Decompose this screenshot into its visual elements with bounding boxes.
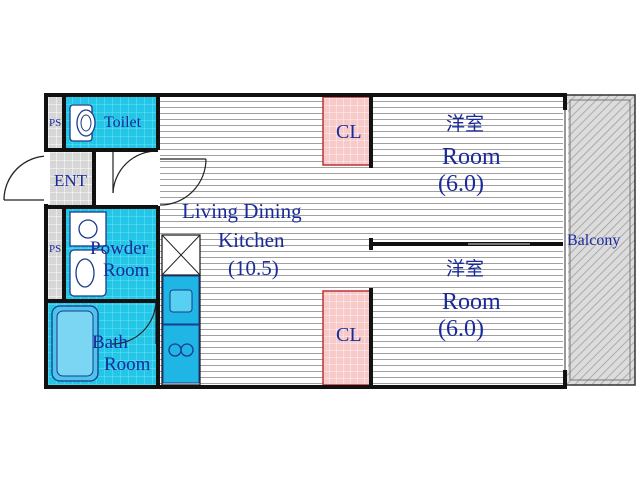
ldk-label-2: Kitchen [218, 228, 285, 252]
room1-jp-label: 洋室 [446, 113, 485, 135]
room2-floor [372, 245, 563, 387]
bath-room-label-2: Room [104, 354, 151, 375]
ent-label: ENT [54, 171, 88, 190]
ldk-label-3: (10.5) [228, 256, 279, 280]
ps-top [48, 97, 64, 149]
bath-room-label-1: Bath [92, 332, 128, 353]
closet-top-label: CL [336, 121, 362, 143]
toilet-label: Toilet [104, 114, 142, 131]
room2-en-label: Room [442, 289, 501, 315]
ps-top-label: PS [49, 117, 62, 129]
room1-en-label: Room [442, 144, 501, 170]
ldk-label-1: Living Dining [182, 199, 302, 223]
kitchen-stove [162, 324, 200, 384]
ps-mid [48, 208, 64, 300]
balcony-area [564, 94, 636, 386]
room1-size-label: (6.0) [438, 171, 484, 197]
powder-room-label-1: Powder [90, 238, 149, 259]
entrance [48, 151, 94, 206]
room2-jp-label: 洋室 [446, 258, 485, 280]
ps-mid-label: PS [49, 243, 62, 255]
room1-floor [372, 97, 563, 243]
powder-room-label-2: Room [103, 260, 150, 281]
balcony-label: Balcony [567, 232, 621, 249]
closet-bottom-label: CL [336, 324, 362, 346]
room2-size-label: (6.0) [438, 316, 484, 342]
